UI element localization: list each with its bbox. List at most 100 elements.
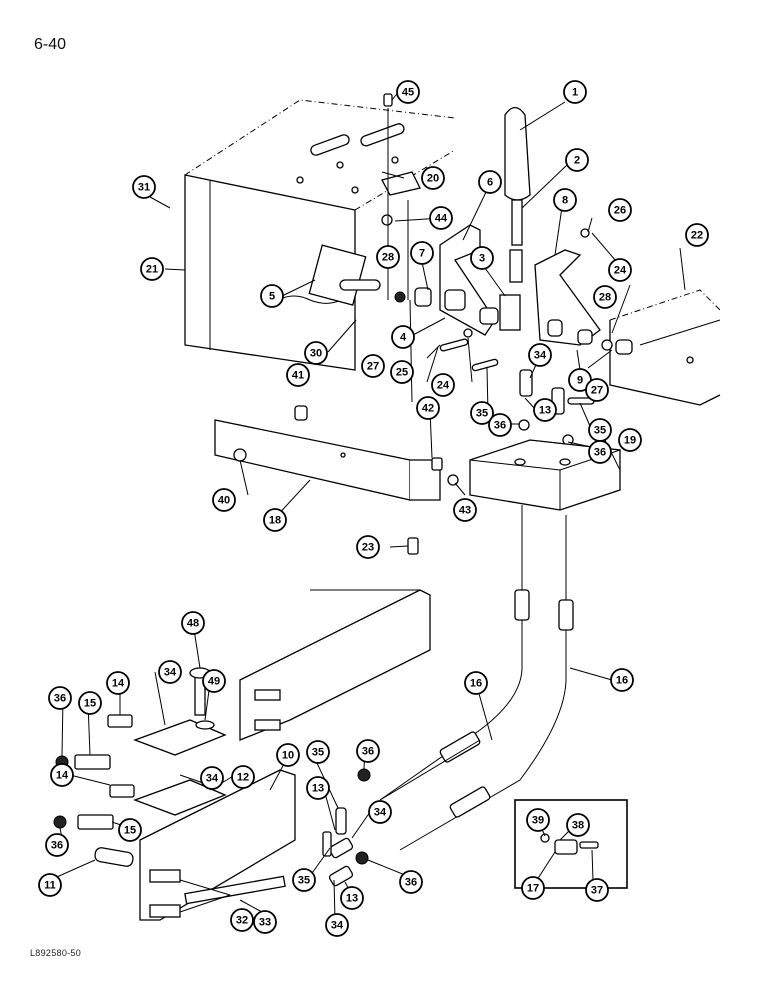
callout-13-3: 13 — [340, 886, 364, 910]
callout-44: 44 — [429, 206, 453, 230]
callout-30: 30 — [304, 341, 328, 365]
svg-text:18: 18 — [269, 515, 281, 527]
svg-text:34: 34 — [331, 920, 344, 932]
svg-text:34: 34 — [206, 773, 219, 785]
svg-text:38: 38 — [572, 820, 584, 832]
svg-text:36: 36 — [362, 746, 374, 758]
callout-33: 33 — [253, 910, 277, 934]
svg-text:28: 28 — [599, 292, 611, 304]
svg-text:35: 35 — [594, 425, 606, 437]
svg-text:48: 48 — [187, 618, 199, 630]
callout-13: 13 — [533, 398, 557, 422]
callout-31: 31 — [132, 175, 156, 199]
callout-8: 8 — [553, 188, 577, 212]
svg-text:35: 35 — [312, 747, 324, 759]
callout-28-2: 28 — [593, 285, 617, 309]
svg-text:30: 30 — [310, 348, 322, 360]
callout-group: 1234567891011121313131414151516161718192… — [38, 80, 709, 937]
pivot-hardware — [308, 93, 633, 446]
callout-10: 10 — [276, 743, 300, 767]
svg-text:13: 13 — [539, 405, 551, 417]
svg-text:24: 24 — [437, 380, 450, 392]
callout-43: 43 — [453, 498, 477, 522]
svg-text:25: 25 — [396, 367, 408, 379]
callout-5: 5 — [260, 284, 284, 308]
svg-text:34: 34 — [374, 807, 387, 819]
callout-18: 18 — [263, 508, 287, 532]
svg-text:9: 9 — [577, 375, 583, 387]
callout-1: 1 — [563, 80, 587, 104]
callout-19: 19 — [618, 428, 642, 452]
callout-36-3: 36 — [48, 686, 72, 710]
svg-text:26: 26 — [614, 205, 626, 217]
callout-27: 27 — [361, 354, 385, 378]
clip — [407, 537, 419, 555]
svg-text:17: 17 — [527, 883, 539, 895]
svg-text:40: 40 — [218, 495, 230, 507]
callout-22: 22 — [685, 223, 709, 247]
svg-text:8: 8 — [562, 195, 568, 207]
callout-45: 45 — [396, 80, 420, 104]
svg-text:5: 5 — [269, 291, 275, 303]
callout-7: 7 — [410, 241, 434, 265]
svg-text:2: 2 — [574, 155, 580, 167]
svg-text:23: 23 — [362, 542, 374, 554]
callout-32: 32 — [230, 908, 254, 932]
svg-text:14: 14 — [112, 678, 125, 690]
callout-35-4: 35 — [292, 868, 316, 892]
inset-detail — [514, 799, 628, 889]
svg-text:15: 15 — [84, 698, 96, 710]
svg-text:6: 6 — [487, 177, 493, 189]
svg-text:33: 33 — [259, 917, 271, 929]
page-number: 6-40 — [34, 36, 67, 53]
callout-15: 15 — [78, 691, 102, 715]
svg-text:44: 44 — [435, 213, 448, 225]
callout-16-2: 16 — [464, 671, 488, 695]
svg-text:35: 35 — [476, 408, 488, 420]
leader-lines — [49, 89, 686, 921]
svg-text:42: 42 — [422, 403, 434, 415]
svg-text:34: 34 — [534, 350, 547, 362]
callout-36-2: 36 — [588, 440, 612, 464]
callout-37: 37 — [585, 878, 609, 902]
callout-14-2: 14 — [50, 763, 74, 787]
callout-13-2: 13 — [306, 776, 330, 800]
svg-text:31: 31 — [138, 182, 150, 194]
callout-25: 25 — [390, 360, 414, 384]
callout-12: 12 — [231, 765, 255, 789]
callout-34-4: 34 — [368, 800, 392, 824]
cab-panel — [184, 99, 456, 371]
svg-text:19: 19 — [624, 435, 636, 447]
shift-cables — [379, 505, 574, 851]
svg-text:49: 49 — [208, 676, 220, 688]
callout-36-6: 36 — [399, 870, 423, 894]
mount-bracket-upper — [239, 589, 431, 741]
callout-36-5: 36 — [356, 739, 380, 763]
callout-6: 6 — [478, 170, 502, 194]
svg-text:36: 36 — [51, 840, 63, 852]
figure-code: L892580-50 — [30, 948, 82, 958]
callout-48: 48 — [181, 611, 205, 635]
callout-35-2: 35 — [588, 418, 612, 442]
svg-text:1: 1 — [572, 87, 578, 99]
svg-text:36: 36 — [594, 447, 606, 459]
svg-text:37: 37 — [591, 885, 603, 897]
callout-2: 2 — [565, 148, 589, 172]
svg-text:12: 12 — [237, 772, 249, 784]
svg-text:24: 24 — [614, 265, 627, 277]
svg-text:4: 4 — [400, 332, 407, 344]
mount-bracket-lower — [139, 769, 296, 921]
svg-text:28: 28 — [382, 252, 394, 264]
callout-34-2: 34 — [158, 660, 182, 684]
callout-21: 21 — [140, 257, 164, 281]
lower-clevis — [322, 768, 371, 887]
callout-23: 23 — [356, 535, 380, 559]
callout-11: 11 — [38, 873, 62, 897]
svg-text:35: 35 — [298, 875, 310, 887]
callout-4: 4 — [391, 325, 415, 349]
svg-text:36: 36 — [54, 693, 66, 705]
callout-24-2: 24 — [431, 373, 455, 397]
svg-text:34: 34 — [164, 667, 177, 679]
svg-text:27: 27 — [591, 385, 603, 397]
